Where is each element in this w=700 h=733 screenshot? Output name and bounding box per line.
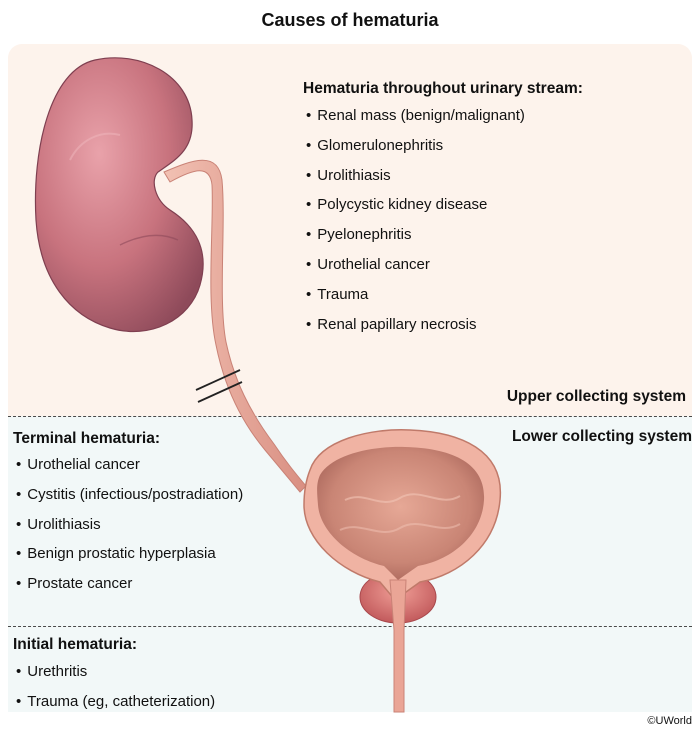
list-item: Polycystic kidney disease <box>306 190 525 220</box>
copyright-notice: ©UWorld <box>647 715 692 727</box>
upper-cause-list: Renal mass (benign/malignant) Glomerulon… <box>306 101 525 339</box>
urethra-illustration <box>389 579 407 713</box>
initial-heading: Initial hematuria: <box>13 636 138 653</box>
list-item: Cystitis (infectious/postradiation) <box>16 480 243 510</box>
terminal-initial-divider <box>8 626 692 627</box>
ureter-break-mark <box>195 369 241 391</box>
list-item: Benign prostatic hyperplasia <box>16 539 243 569</box>
kidney-illustration <box>34 57 204 333</box>
list-item: Glomerulonephritis <box>306 131 525 161</box>
terminal-cause-list: Urothelial cancer Cystitis (infectious/p… <box>16 450 243 599</box>
list-item: Urothelial cancer <box>16 450 243 480</box>
list-item: Trauma (eg, catheterization) <box>16 687 215 717</box>
list-item: Urothelial cancer <box>306 250 525 280</box>
list-item: Pyelonephritis <box>306 220 525 250</box>
initial-cause-list: Urethritis Trauma (eg, catheterization) <box>16 657 215 717</box>
lower-region-label: Lower collecting system <box>511 428 692 445</box>
upper-heading: Hematuria throughout urinary stream: <box>303 80 583 97</box>
list-item: Urethritis <box>16 657 215 687</box>
list-item: Trauma <box>306 280 525 310</box>
list-item: Urolithiasis <box>16 510 243 540</box>
upper-lower-divider <box>8 416 692 417</box>
ureter-break-mark <box>197 381 243 403</box>
diagram-title: Causes of hematuria <box>261 10 439 30</box>
terminal-heading: Terminal hematuria: <box>13 430 161 447</box>
list-item: Urolithiasis <box>306 161 525 191</box>
list-item: Prostate cancer <box>16 569 243 599</box>
list-item: Renal papillary necrosis <box>306 310 525 340</box>
ureter-illustration <box>163 159 307 493</box>
upper-region-label: Upper collecting system <box>506 388 686 405</box>
list-item: Renal mass (benign/malignant) <box>306 101 525 131</box>
